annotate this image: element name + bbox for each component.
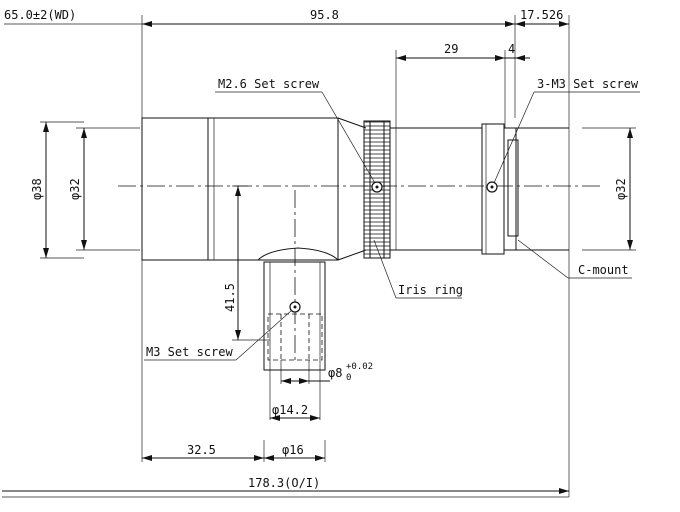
m26-set-screw-label: M2.6 Set screw bbox=[218, 77, 320, 91]
dia-14-2: φ14.2 bbox=[272, 403, 308, 417]
wd-dimension: 65.0±2(WD) bbox=[4, 8, 76, 22]
dia-8-tol-upper: +0.02 bbox=[346, 362, 373, 372]
leader-lines bbox=[144, 91, 640, 361]
iris-ring-label: Iris ring bbox=[398, 283, 463, 297]
dimension-texts: 65.0±2(WD) 95.8 17.526 29 4 φ38 φ32 φ32 … bbox=[4, 8, 628, 490]
total-length: 178.3(O/I) bbox=[248, 476, 320, 490]
callout-texts: M2.6 Set screw 3-M3 Set screw Iris ring … bbox=[146, 77, 639, 359]
length-95-8: 95.8 bbox=[310, 8, 339, 22]
length-4: 4 bbox=[508, 42, 515, 56]
dia-16: φ16 bbox=[282, 443, 304, 457]
dia-8: φ8 bbox=[328, 366, 342, 380]
height-41-5: 41.5 bbox=[223, 283, 237, 312]
dia-8-tol-lower: 0 bbox=[346, 373, 351, 383]
length-29: 29 bbox=[444, 42, 458, 56]
length-17-526: 17.526 bbox=[520, 8, 563, 22]
dia-32-right: φ32 bbox=[614, 178, 628, 200]
dia-38: φ38 bbox=[30, 178, 44, 200]
center-lines bbox=[118, 185, 600, 360]
c-mount-label: C-mount bbox=[578, 263, 629, 277]
lens-body bbox=[141, 117, 569, 371]
m3-set-screw-label: M3 Set screw bbox=[146, 345, 233, 359]
dimension-lines bbox=[2, 21, 633, 494]
m3-set-screw-3x-label: 3-M3 Set screw bbox=[537, 77, 639, 91]
set-screws bbox=[289, 181, 498, 313]
length-32-5: 32.5 bbox=[187, 443, 216, 457]
dia-32-left: φ32 bbox=[68, 178, 82, 200]
